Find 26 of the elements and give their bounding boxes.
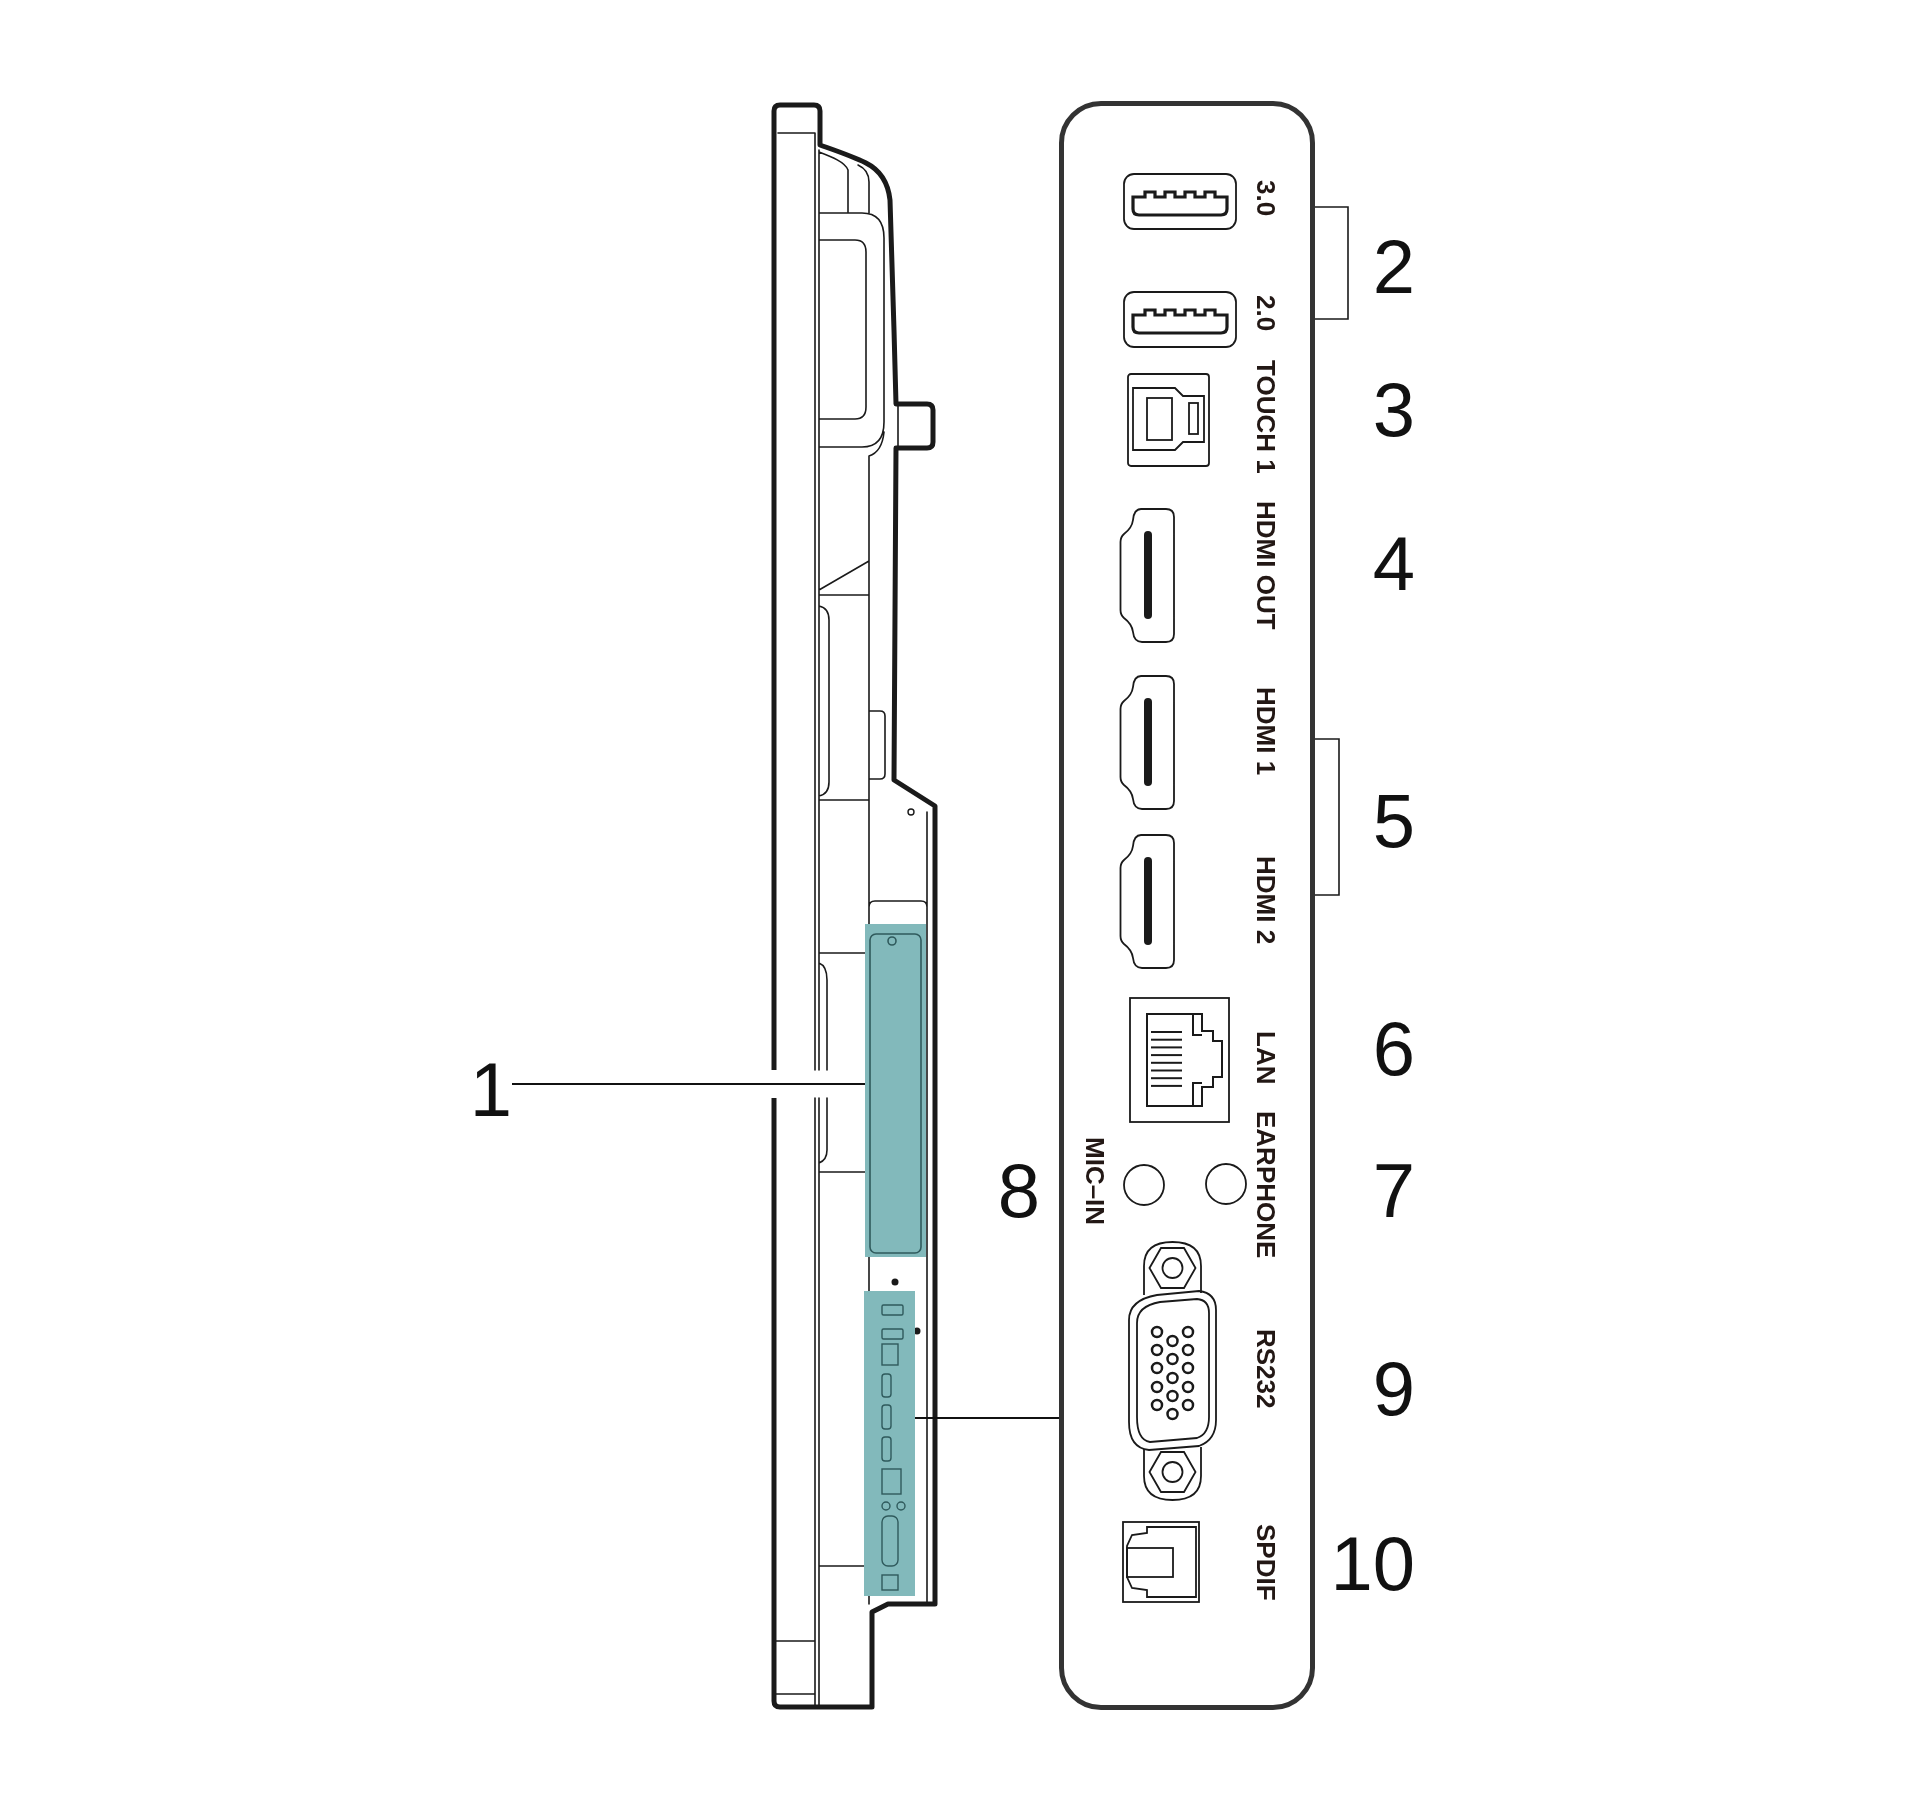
port-label: 3.0	[1253, 180, 1279, 217]
port-label: TOUCH 1	[1253, 360, 1279, 474]
callout-number: 2	[1372, 229, 1415, 305]
highlighted-port-area	[864, 1291, 915, 1596]
port-label: RS232	[1253, 1329, 1279, 1409]
callout-number: 6	[1372, 1011, 1415, 1087]
leader-line	[914, 1417, 1060, 1419]
callout-number: 1	[469, 1052, 512, 1128]
port-label: LAN	[1253, 1031, 1279, 1085]
port-label: EARPHONE	[1253, 1111, 1279, 1259]
callout-number: 4	[1372, 526, 1415, 602]
callout-number: 9	[1372, 1351, 1415, 1427]
port-label: HDMI OUT	[1253, 501, 1279, 630]
leader-line	[511, 1083, 866, 1085]
connector-panel	[1059, 101, 1315, 1710]
port-label: 2.0	[1253, 295, 1279, 332]
port-label: SPDIF	[1253, 1524, 1279, 1601]
callout-number: 8	[997, 1153, 1040, 1229]
port-label: MIC–IN	[1082, 1137, 1108, 1226]
port-label: HDMI 2	[1253, 856, 1279, 945]
callout-number: 3	[1372, 372, 1415, 448]
highlighted-module	[865, 924, 926, 1257]
port-label: HDMI 1	[1253, 687, 1279, 776]
callout-number: 10	[1330, 1526, 1415, 1602]
callout-number: 5	[1372, 783, 1415, 859]
callout-number: 7	[1372, 1153, 1415, 1229]
